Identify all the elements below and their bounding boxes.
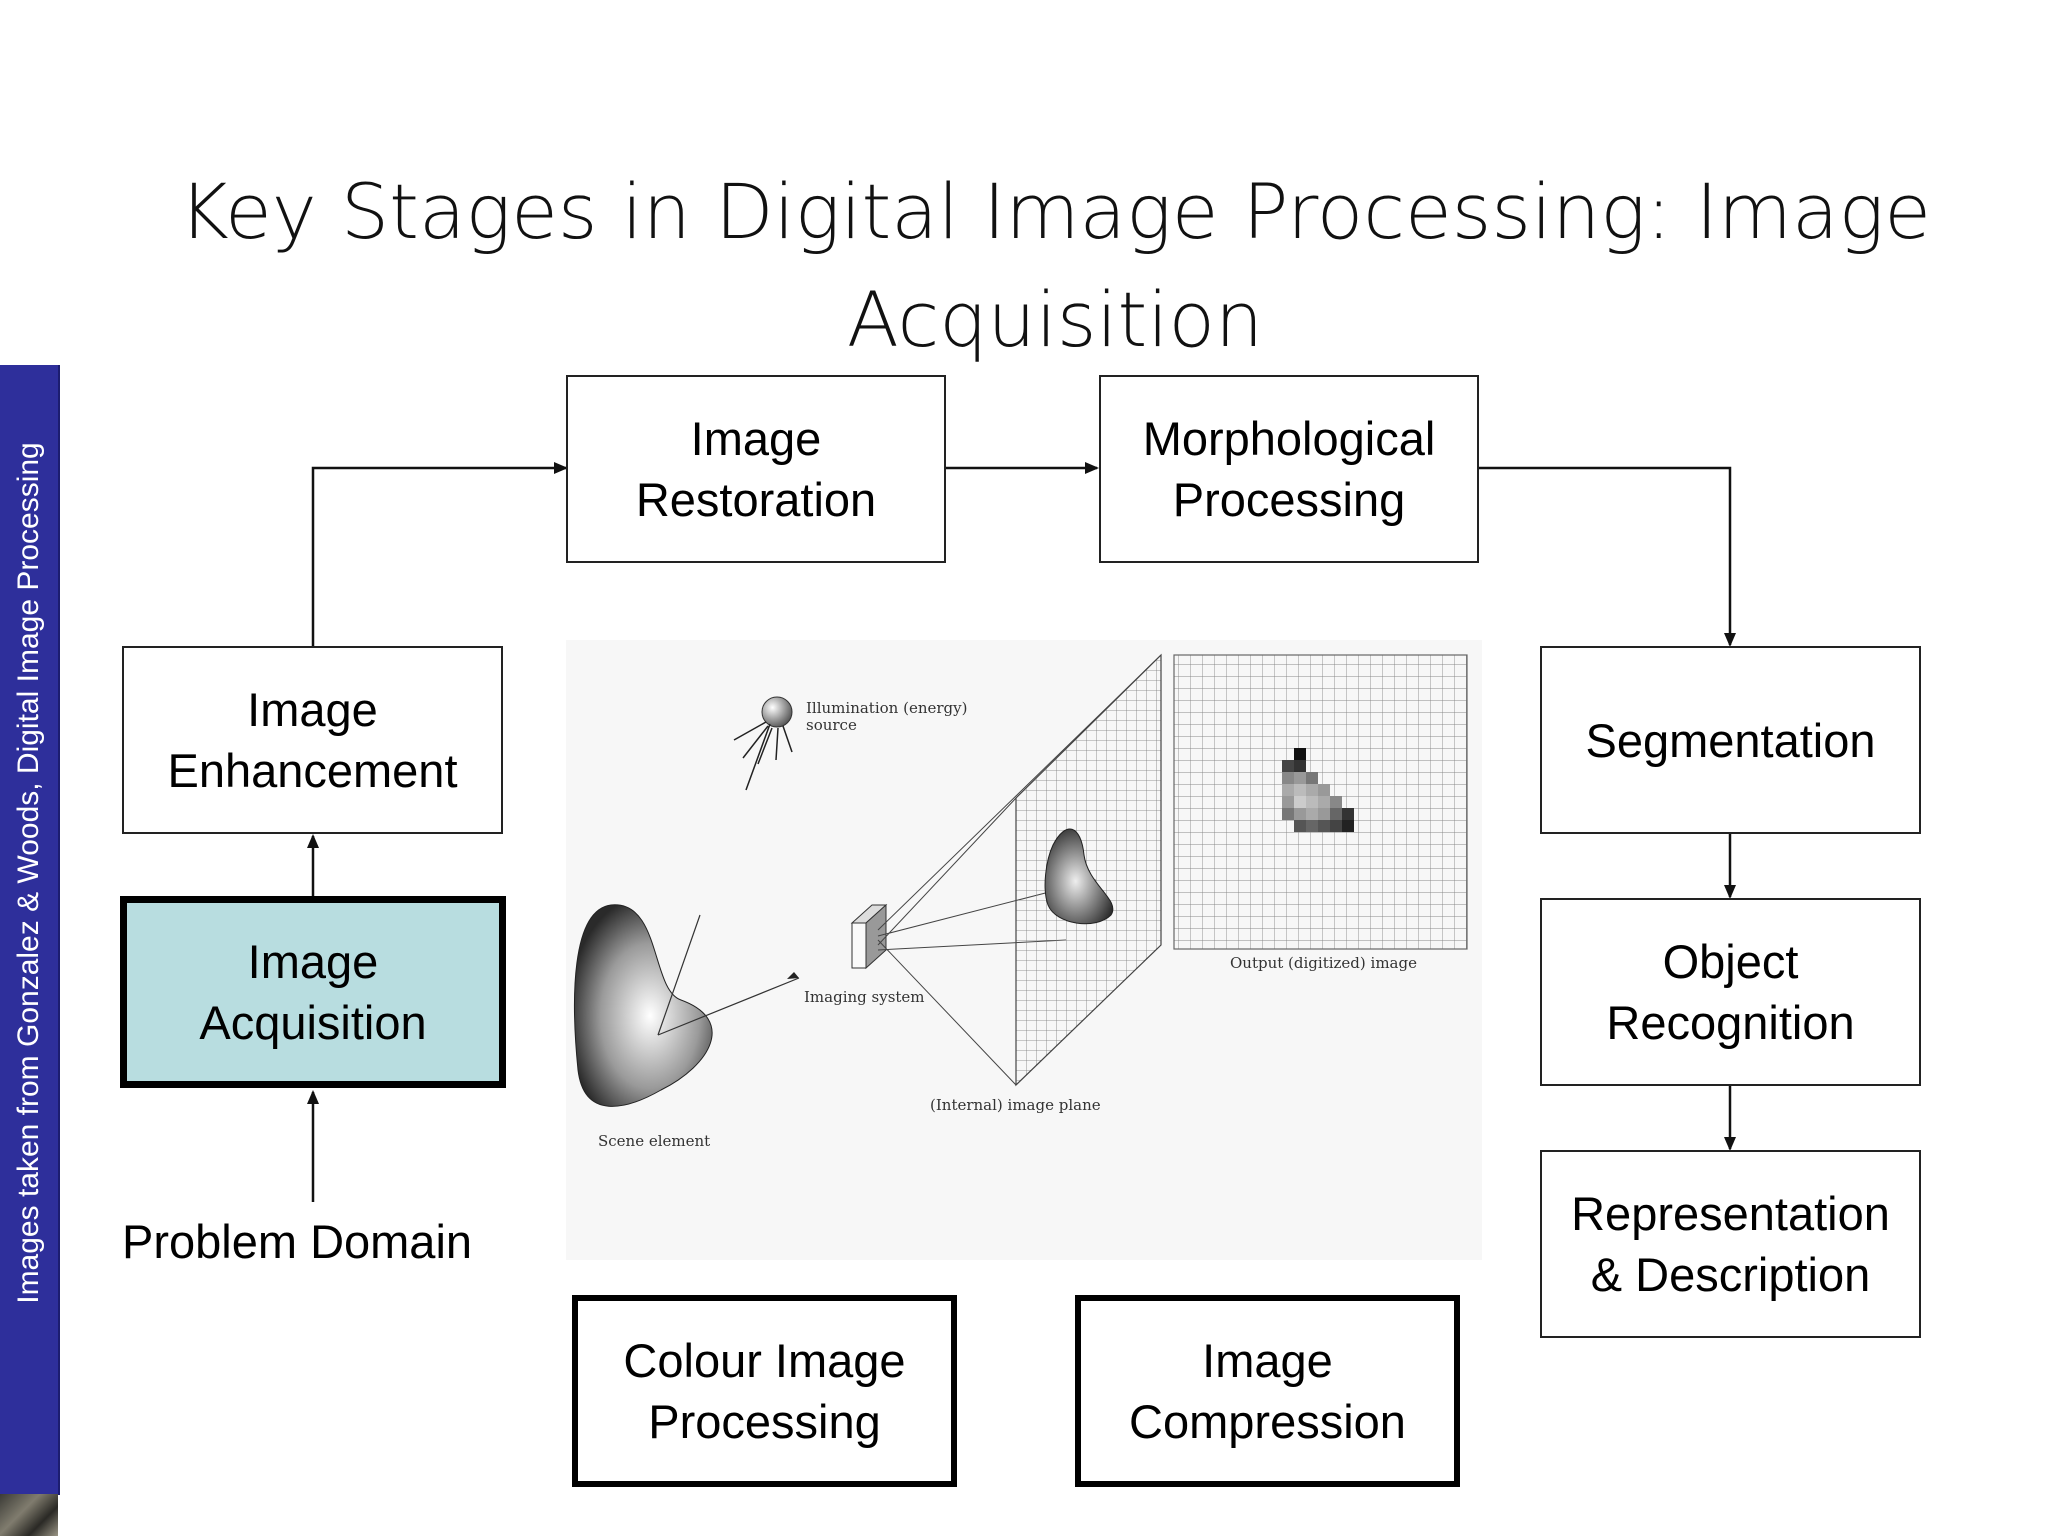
illumination-source-label: Illumination (energy) source xyxy=(806,699,968,734)
digitized-object-pixels xyxy=(1282,748,1354,832)
corner-thumbnail-image xyxy=(0,1494,58,1536)
stage-representation-description: Representation & Description xyxy=(1540,1150,1921,1338)
arrow-morphological-to-segmentation xyxy=(1479,466,1736,647)
scene-element-shape xyxy=(574,904,713,1107)
stage-colour-image-processing: Colour Image Processing xyxy=(572,1295,957,1487)
stage-image-compression: Image Compression xyxy=(1075,1295,1460,1487)
imaging-system-icon xyxy=(850,903,888,970)
illumination-source-icon xyxy=(733,696,793,791)
arrow-enhancement-to-restoration xyxy=(311,462,568,646)
internal-image-plane-label: (Internal) image plane xyxy=(930,1096,1101,1114)
stage-image-restoration: Image Restoration xyxy=(566,375,946,563)
output-image-label: Output (digitized) image xyxy=(1230,954,1417,972)
slide-title: Key Stages in Digital Image Processing: … xyxy=(178,167,1931,364)
image-acquisition-illustration: Illumination (energy) source Imaging sys… xyxy=(566,640,1482,1260)
problem-domain-label: Problem Domain xyxy=(122,1215,473,1268)
acquisition-diagram xyxy=(566,640,1482,1260)
stage-segmentation: Segmentation xyxy=(1540,646,1921,834)
scene-element-label: Scene element xyxy=(598,1132,711,1150)
stage-object-recognition: Object Recognition xyxy=(1540,898,1921,1086)
imaging-system-label: Imaging system xyxy=(804,988,925,1006)
stage-morphological-processing: Morphological Processing xyxy=(1099,375,1479,563)
stage-image-enhancement: Image Enhancement xyxy=(122,646,503,834)
side-caption-band xyxy=(0,365,60,1495)
stage-image-acquisition: Image Acquisition xyxy=(120,896,506,1088)
